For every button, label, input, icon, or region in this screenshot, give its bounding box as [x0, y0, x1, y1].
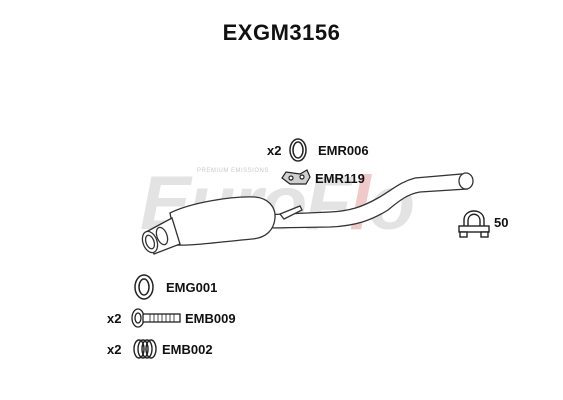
u-clamp-icon — [458, 210, 490, 238]
page-title: EXGM3156 — [222, 20, 341, 45]
exhaust-pipe-icon — [141, 172, 474, 255]
watermark-tagline: PREMIUM EMISSIONS — [197, 168, 269, 174]
part-code-emr006: EMR006 — [318, 143, 369, 158]
spring-icon — [133, 339, 157, 359]
gasket-icon — [134, 274, 154, 300]
part-code-50: 50 — [494, 215, 509, 230]
part-qty-emb002: x2 — [107, 342, 122, 357]
part-qty-emr006: x2 — [267, 143, 282, 158]
part-qty-emb009: x2 — [107, 311, 122, 326]
gasket-ring-icon — [289, 138, 307, 162]
part-code-emr119: EMR119 — [315, 171, 365, 186]
part-code-emg001: EMG001 — [166, 280, 218, 295]
rubber-hanger-icon — [281, 169, 311, 185]
part-code-emb009: EMB009 — [185, 311, 236, 326]
part-code-emb002: EMB002 — [162, 342, 213, 357]
bolt-icon — [131, 308, 181, 328]
